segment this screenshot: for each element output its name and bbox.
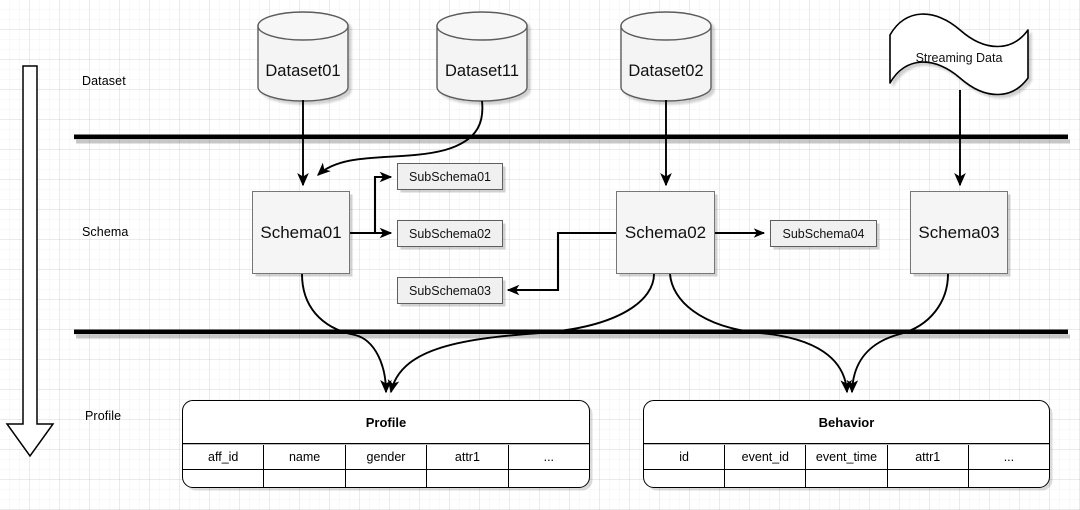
table-cell: [346, 470, 428, 487]
column-header: ...: [543, 450, 555, 464]
subschema04-node[interactable]: SubSchema04: [770, 220, 877, 247]
lane-label-schema: Schema: [82, 225, 129, 239]
table-cell: [969, 470, 1049, 487]
schema02-label: Schema02: [624, 222, 707, 242]
divider-dataset-schema: [74, 134, 1070, 144]
table-cell: [427, 470, 509, 487]
lane-label-dataset: Dataset: [82, 74, 126, 88]
table-cell: [183, 470, 265, 487]
subschema04-label: SubSchema04: [782, 226, 865, 241]
edge-schema01-to-subschema01: [350, 171, 393, 235]
subschema02-label: SubSchema02: [408, 226, 491, 241]
column-header: event_time: [806, 445, 888, 469]
schema02-node[interactable]: Schema02: [616, 191, 715, 274]
column-header: ...: [1003, 450, 1015, 464]
table-cell: [806, 470, 888, 487]
downward-flow-arrow-icon: [5, 65, 55, 458]
column-header: id: [644, 445, 726, 469]
dataset11-cylinder-shape: [436, 11, 528, 102]
lane-label-profile: Profile: [85, 409, 122, 423]
subschema01-node[interactable]: SubSchema01: [397, 163, 503, 190]
subschema01-label: SubSchema01: [408, 169, 491, 184]
edge-schema02-to-profile-table: [387, 273, 655, 394]
profile-table[interactable]: Profile aff_id name gender attr1 ...: [182, 400, 590, 488]
profile-table-title: Profile: [183, 401, 589, 444]
behavior-table-rows: id event_id event_time attr1 ...: [644, 444, 1049, 487]
dataset01-cylinder-shape: [257, 11, 349, 102]
column-header: aff_id: [183, 445, 265, 469]
subschema02-node[interactable]: SubSchema02: [397, 220, 503, 247]
table-cell: [644, 470, 726, 487]
edge-schema02-to-subschema03: [506, 231, 616, 296]
edge-dataset11-to-schema01: [317, 100, 484, 176]
schema03-label: Schema03: [918, 222, 1000, 242]
schema03-node[interactable]: Schema03: [910, 191, 1008, 274]
streaming-data-wave-shape: [889, 13, 1029, 96]
subschema03-label: SubSchema03: [408, 283, 491, 298]
schema01-label: Schema01: [260, 222, 342, 242]
table-cell: [264, 470, 346, 487]
column-header: attr1: [888, 445, 969, 469]
column-header: event_id: [725, 445, 807, 469]
column-header: attr1: [427, 445, 509, 469]
behavior-table[interactable]: Behavior id event_id event_time attr1 ..…: [643, 400, 1050, 488]
table-cell: [509, 470, 589, 487]
table-row: [644, 470, 1049, 487]
table-row: [183, 470, 589, 487]
dataset02-cylinder-shape: [620, 11, 712, 102]
column-header: gender: [346, 445, 428, 469]
edge-schema01-to-profile-table: [301, 273, 392, 394]
table-header-row: id event_id event_time attr1 ...: [644, 445, 1049, 470]
edge-schema02-to-behavior-table: [669, 273, 853, 394]
behavior-table-title: Behavior: [644, 401, 1049, 444]
table-cell: [888, 470, 969, 487]
divider-schema-profile: [74, 329, 1070, 339]
table-cell: [725, 470, 807, 487]
profile-table-rows: aff_id name gender attr1 ...: [183, 444, 589, 487]
subschema03-node[interactable]: SubSchema03: [397, 277, 503, 304]
schema01-node[interactable]: Schema01: [252, 191, 350, 274]
edge-schema03-to-behavior-table: [846, 273, 949, 394]
column-header: name: [264, 445, 346, 469]
table-header-row: aff_id name gender attr1 ...: [183, 445, 589, 470]
